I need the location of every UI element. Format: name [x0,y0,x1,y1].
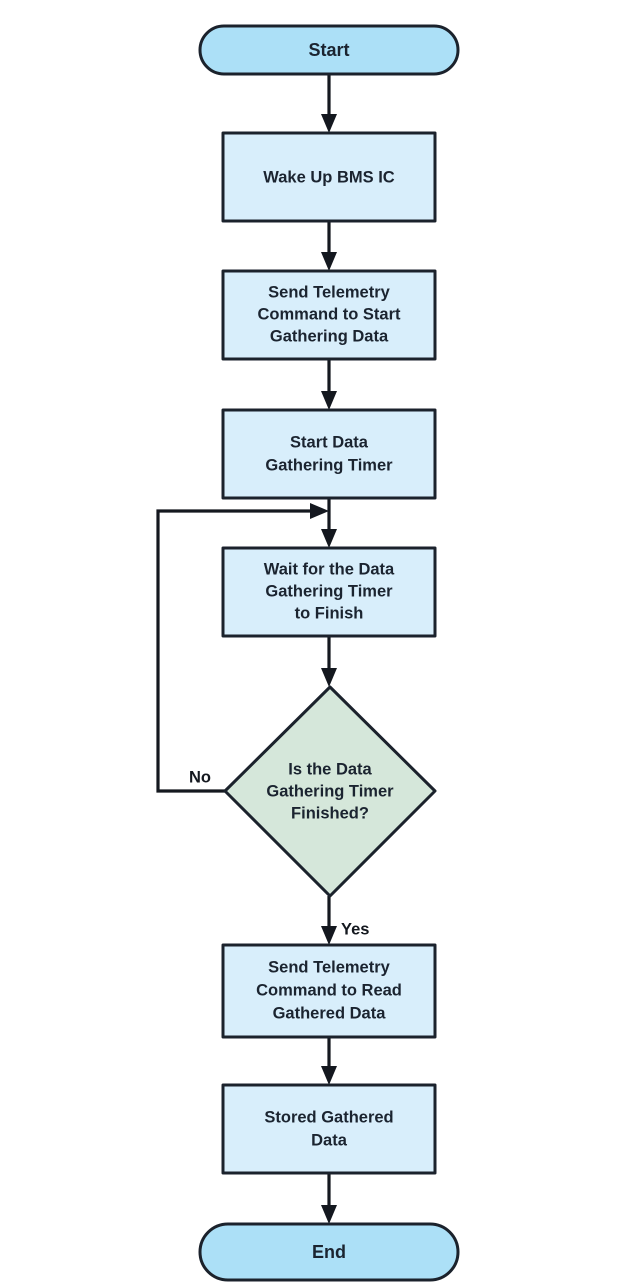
node-wait-for-timer-label-line2: Gathering Timer [265,582,393,600]
connector-send-start-to-timer [321,359,337,410]
node-timer-finished-decision-label-line3: Finished? [291,804,369,822]
connector-send-read-to-stored [321,1037,337,1085]
node-send-telemetry-command-start-label-line1: Send Telemetry [268,283,390,301]
node-start-data-gathering-timer-label-line1: Start Data [290,433,369,451]
node-end[interactable]: End [198,1222,460,1282]
node-start-data-gathering-timer[interactable]: Start Data Gathering Timer [221,408,437,500]
edge-label-no: No [189,768,211,786]
node-send-telemetry-command-read-label-line3: Gathered Data [273,1004,387,1022]
connector-decision-no-loop [156,503,329,793]
node-send-telemetry-command-read[interactable]: Send Telemetry Command to Read Gathered … [221,943,437,1039]
node-send-telemetry-command-read-label-line2: Command to Read [256,981,402,999]
connector-decision-yes-to-send-read [321,896,337,945]
connector-stored-to-end [321,1173,337,1224]
node-wait-for-timer-label-line3: to Finish [295,604,364,622]
node-send-telemetry-command-read-label-line1: Send Telemetry [268,958,390,976]
connector-wait-to-decision [321,636,337,687]
node-wait-for-timer-label-line1: Wait for the Data [264,560,395,578]
edge-label-yes: Yes [341,920,369,938]
connector-timer-to-wait [321,498,337,548]
node-send-telemetry-command-start-label-line2: Command to Start [257,305,401,323]
node-send-telemetry-command-start-label-line3: Gathering Data [270,327,389,345]
connector-wake-to-send-start [321,221,337,271]
node-send-telemetry-command-start[interactable]: Send Telemetry Command to Start Gatherin… [221,269,437,361]
node-wake-up-bms-ic-label-line1: Wake Up BMS IC [263,168,394,186]
node-start[interactable]: Start [198,24,460,76]
node-wait-for-timer[interactable]: Wait for the Data Gathering Timer to Fin… [221,546,437,638]
node-timer-finished-decision[interactable]: Is the Data Gathering Timer Finished? [223,685,437,898]
node-end-label: End [312,1242,346,1262]
node-stored-gathered-data-label-line1: Stored Gathered [264,1108,393,1126]
node-start-data-gathering-timer-label-line2: Gathering Timer [265,456,393,474]
node-wake-up-bms-ic[interactable]: Wake Up BMS IC [221,131,437,223]
node-stored-gathered-data-label-line2: Data [311,1131,348,1149]
node-timer-finished-decision-label-line2: Gathering Timer [266,782,394,800]
node-stored-gathered-data[interactable]: Stored Gathered Data [221,1083,437,1175]
connectors [156,74,337,1224]
node-timer-finished-decision-label-line1: Is the Data [288,760,372,778]
node-start-label: Start [308,40,349,60]
connector-start-to-wake [321,74,337,133]
